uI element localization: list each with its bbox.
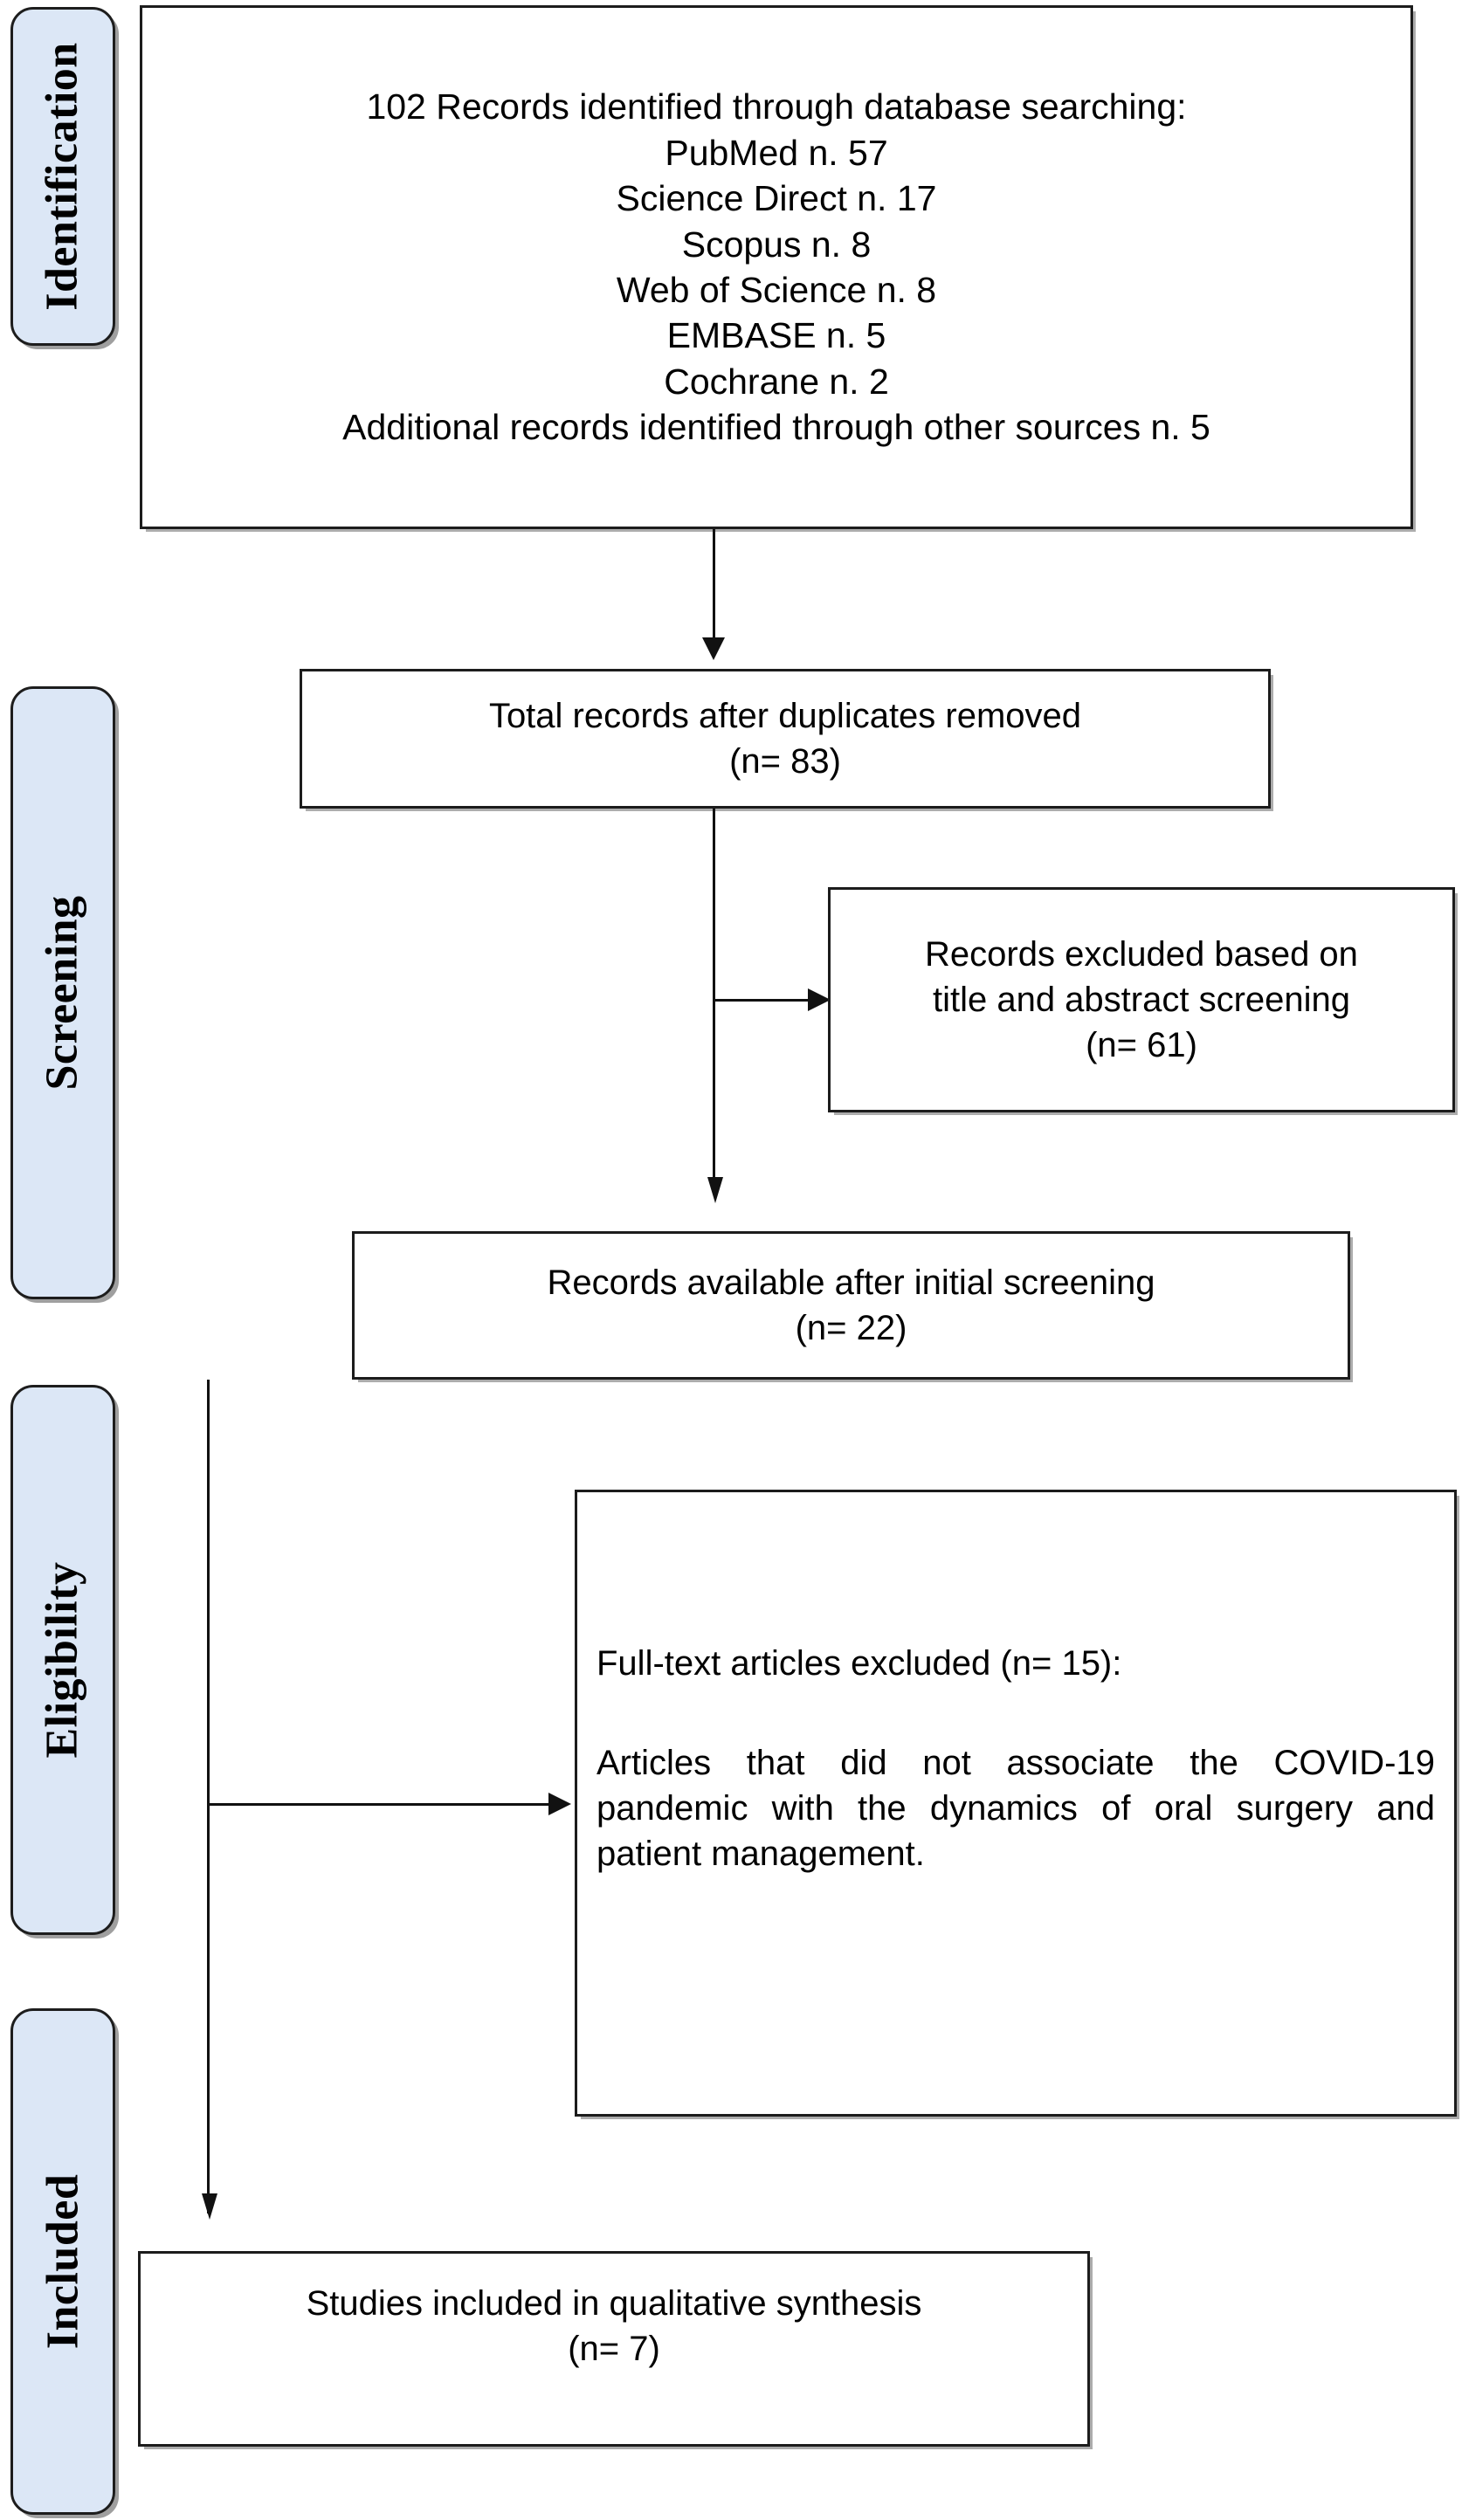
- stage-pill-included: Included: [10, 2008, 115, 2515]
- line-embase: EMBASE n. 5: [666, 315, 886, 356]
- line-records-excluded-1: Records excluded based on: [925, 935, 1358, 974]
- line-studies-included-title: Studies included in qualitative synthesi…: [306, 2284, 922, 2323]
- box-fulltext-excluded-text: Full-text articles excluded (n= 15): Art…: [577, 1641, 1454, 1876]
- box-records-available-text: Records available after initial screenin…: [355, 1260, 1348, 1351]
- box-duplicates-removed-text: Total records after duplicates removed (…: [302, 693, 1268, 784]
- line-cochrane: Cochrane n. 2: [664, 361, 889, 402]
- arrowhead-eligibility-trunk: [202, 2193, 217, 2220]
- line-studies-included-count: (n= 7): [568, 2330, 660, 2368]
- box-studies-included-text: Studies included in qualitative synthesi…: [141, 2281, 1087, 2372]
- arrowhead-identification-to-duplicates: [702, 637, 725, 660]
- line-records-excluded-2: title and abstract screening: [932, 981, 1351, 1019]
- connector-identification-to-duplicates: [713, 529, 715, 643]
- stage-label-screening: Screening: [38, 895, 87, 1091]
- box-records-available: Records available after initial screenin…: [352, 1231, 1350, 1380]
- arrowhead-branch-records-excluded: [808, 988, 831, 1011]
- arrowhead-screening-trunk: [707, 1177, 723, 1203]
- line-web-of-science: Web of Science n. 8: [616, 270, 937, 310]
- line-database-searching: 102 Records identified through database …: [366, 86, 1187, 127]
- line-fulltext-excluded-body: Articles that did not associate the COVI…: [597, 1744, 1435, 1873]
- stage-label-eligibility: Eligibility: [38, 1561, 88, 1759]
- line-duplicates-removed-count: (n= 83): [729, 742, 841, 781]
- box-fulltext-excluded: Full-text articles excluded (n= 15): Art…: [575, 1490, 1457, 2117]
- stage-pill-identification: Identification: [10, 7, 115, 346]
- stage-pill-screening: Screening: [10, 686, 115, 1299]
- connector-branch-records-excluded: [713, 999, 814, 1002]
- stage-label-identification: Identification: [38, 42, 88, 311]
- box-records-identified: 102 Records identified through database …: [140, 5, 1413, 529]
- line-records-available-count: (n= 22): [795, 1309, 907, 1347]
- box-records-excluded-text: Records excluded based on title and abst…: [831, 932, 1452, 1068]
- stage-label-included: Included: [38, 2173, 87, 2350]
- line-science-direct: Science Direct n. 17: [616, 178, 937, 219]
- connector-screening-trunk: [713, 809, 715, 1184]
- line-records-available-title: Records available after initial screenin…: [547, 1263, 1155, 1302]
- stage-pill-eligibility: Eligibility: [10, 1385, 115, 1935]
- box-records-identified-text: 102 Records identified through database …: [142, 84, 1410, 451]
- arrowhead-branch-fulltext-excluded: [548, 1793, 571, 1815]
- box-studies-included: Studies included in qualitative synthesi…: [138, 2251, 1090, 2447]
- line-records-excluded-count: (n= 61): [1086, 1026, 1197, 1064]
- line-other-sources: Additional records identified through ot…: [342, 407, 1210, 448]
- connector-branch-fulltext-excluded: [207, 1803, 552, 1806]
- line-pubmed: PubMed n. 57: [665, 132, 888, 173]
- box-duplicates-removed: Total records after duplicates removed (…: [300, 669, 1271, 809]
- connector-eligibility-trunk: [207, 1380, 210, 2214]
- line-duplicates-removed-title: Total records after duplicates removed: [488, 697, 1082, 735]
- line-fulltext-excluded-heading: Full-text articles excluded (n= 15):: [597, 1644, 1122, 1683]
- line-scopus: Scopus n. 8: [681, 224, 872, 265]
- box-records-excluded: Records excluded based on title and abst…: [828, 887, 1455, 1112]
